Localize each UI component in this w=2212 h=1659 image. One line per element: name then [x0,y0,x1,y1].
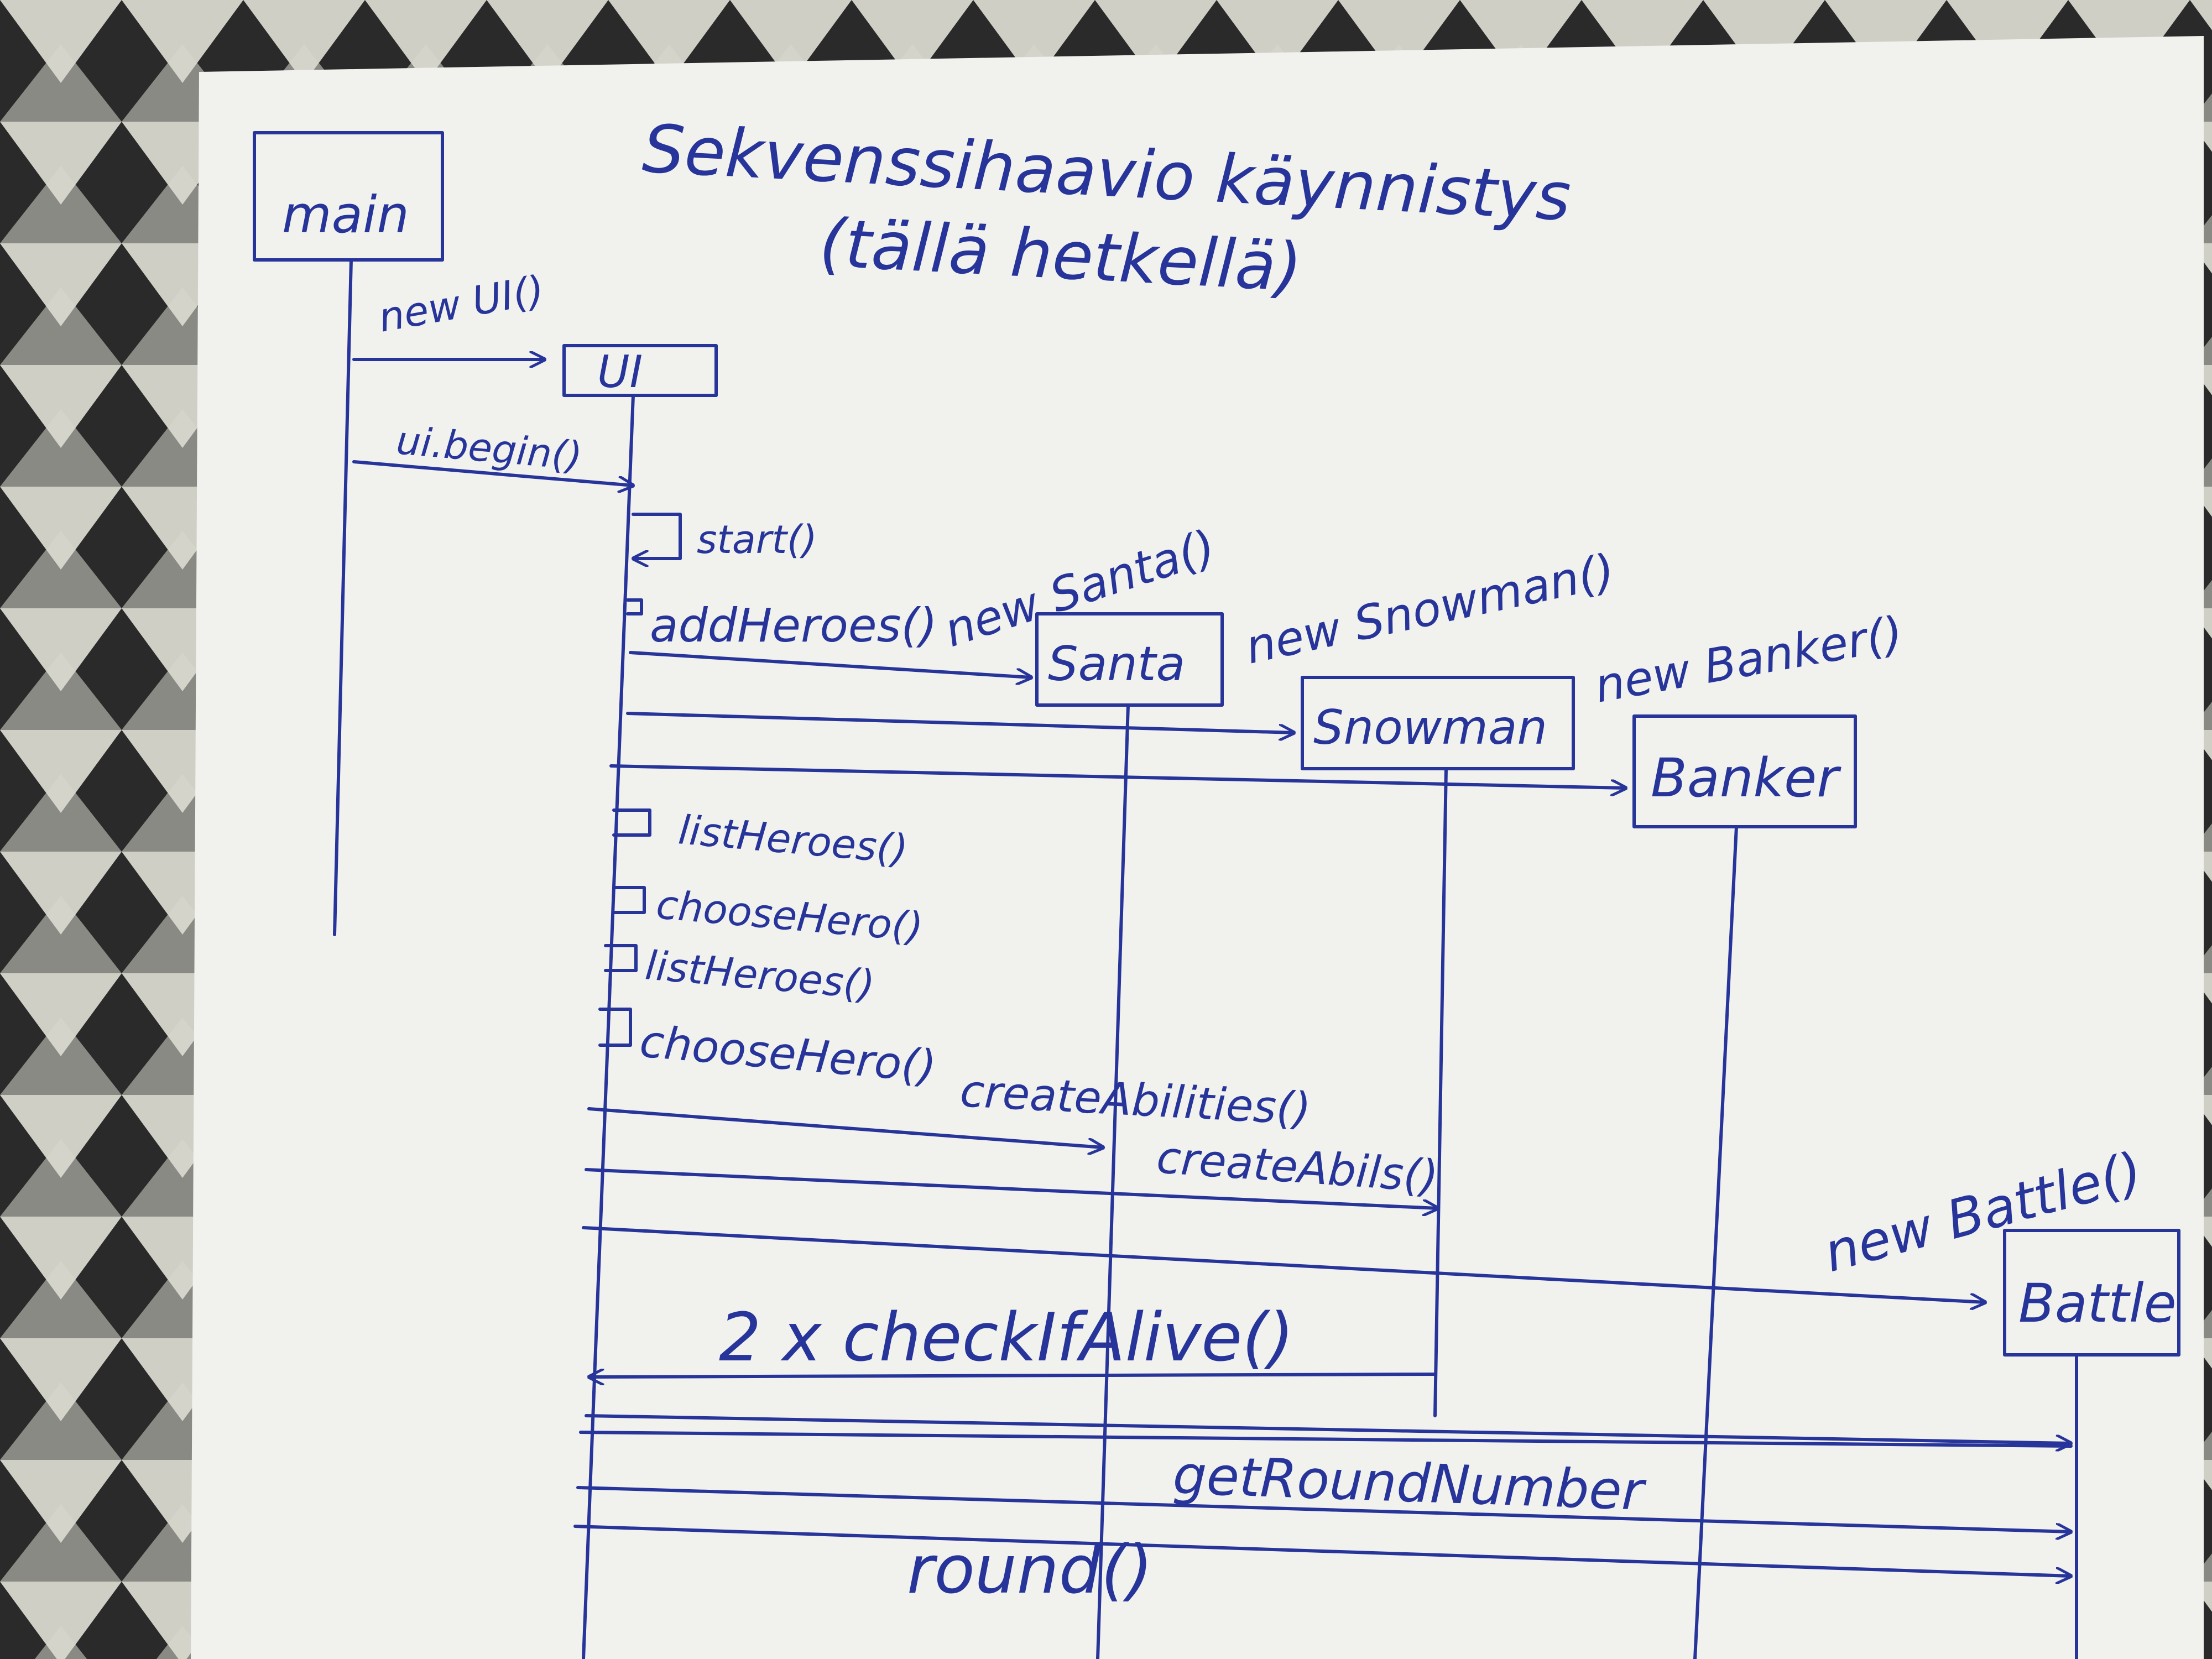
object-label-ui: UI [597,346,643,398]
message-arrow-new-banker [609,764,1627,788]
self-call-list-heroes-1 [612,808,651,837]
lifeline-main [333,258,353,936]
object-label-santa: Santa [1048,637,1185,692]
message-arrow-create-abils [585,1168,1438,1208]
message-label-check-if-alive: 2 x checkIfAlive() [719,1300,1294,1376]
self-call-add-heroes [626,598,643,615]
self-call-choose-hero-2 [598,1008,632,1047]
message-arrow-get-round-number-2 [576,1486,2073,1532]
self-call-start [632,513,682,559]
object-box-snowman [1301,676,1575,770]
lifeline-santa [1096,703,1130,1659]
message-arrow-check-if-alive [587,1374,1437,1377]
message-arrow-new-battle [582,1226,1985,1302]
object-box-ui [562,344,718,397]
object-box-battle [2003,1229,2180,1357]
message-label-add-heroes: addHeroes() [650,598,937,653]
message-arrow-new-snowman [626,712,1296,733]
message-label-start: start() [697,517,817,562]
object-label-main: main [282,185,409,244]
paper-sheet [191,36,2204,1659]
message-arrow-new-santa [629,651,1031,677]
lifeline-ui [582,394,635,1659]
message-arrow-round [573,1525,2073,1576]
object-box-banker [1632,714,1857,828]
message-arrow-get-round-number [579,1431,2073,1448]
object-label-battle: Battle [2018,1272,2177,1334]
lifeline-snowman [1433,767,1448,1417]
message-arrow-create-abilities [587,1107,1103,1147]
object-box-main [253,131,444,262]
object-label-banker: Banker [1651,747,1841,809]
message-arrow-ui-begin [352,460,633,486]
object-label-snowman: Snowman [1313,700,1547,755]
return-line-check-if-alive [585,1414,2073,1443]
self-call-choose-hero-1 [612,886,646,914]
self-call-list-heroes-2 [604,944,638,972]
